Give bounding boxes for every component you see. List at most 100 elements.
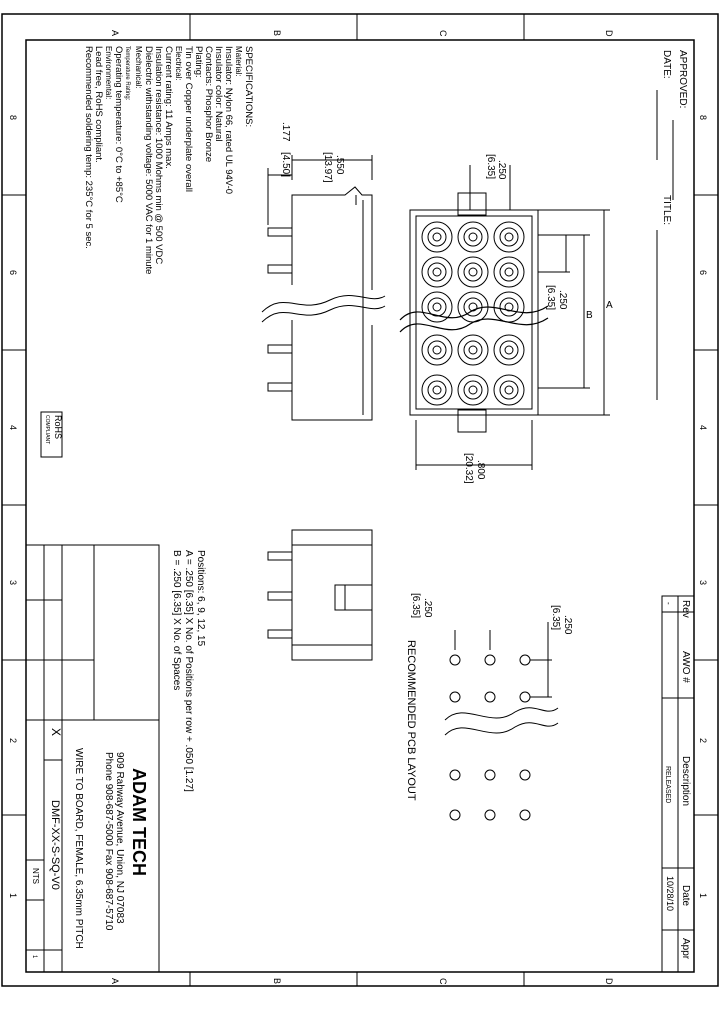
specifications: SPECIFICATIONS: Material: Insulator: Nyl… xyxy=(83,46,254,274)
contact-pin xyxy=(468,345,478,355)
positions-notes: Positions: 6, 9, 12, 15 A = .250 [6.35] … xyxy=(171,550,206,792)
front-contacts xyxy=(421,221,525,406)
positions-line1: Positions: 6, 9, 12, 15 xyxy=(195,550,206,647)
pcb-hole xyxy=(519,691,531,703)
contact-socket xyxy=(499,340,519,360)
date-header: Date xyxy=(680,885,691,907)
company-phone: Phone 908-687-5000 Fax 908-687-5710 xyxy=(103,752,114,931)
rev-header: Rev xyxy=(680,600,691,618)
contact-pin xyxy=(432,267,442,277)
rohs-badge: RoHS COMPLIANT xyxy=(40,411,63,458)
dim-label-b: B xyxy=(586,310,593,321)
zone-number-6-right: 6 xyxy=(698,270,708,275)
contact-pin xyxy=(468,232,478,242)
height-in: .550 xyxy=(334,155,345,175)
zone-letter-a-bottom: A xyxy=(110,978,120,984)
rohs-text: RoHS xyxy=(53,415,63,439)
spec-line: Environmental: xyxy=(104,46,113,99)
zone-letter-a-top: A xyxy=(110,30,120,36)
pcb-hole xyxy=(484,654,496,666)
pcb-pitch-top-in: .250 xyxy=(562,615,573,635)
pcb-hole xyxy=(449,691,461,703)
spec-line: Lead free, RoHS compliant. xyxy=(93,46,104,163)
zone-number-3-left: 3 xyxy=(8,580,18,585)
pcb-hole xyxy=(519,654,531,666)
front-view-dims: A B .250 [6.35] .250 [6.35] .800 [20.32] xyxy=(463,154,613,484)
side-view xyxy=(261,155,386,421)
spec-line: Recommended soldering temp: 235°C for 5 … xyxy=(83,46,94,249)
contact-socket xyxy=(427,227,447,247)
title-block xyxy=(25,544,160,973)
contact-cavity xyxy=(457,374,489,406)
contact-socket xyxy=(427,262,447,282)
pcb-hole xyxy=(484,809,496,821)
company-name: ADAM TECH xyxy=(129,768,149,876)
zone-letter-b-top: B xyxy=(272,30,282,36)
contact-cavity xyxy=(457,256,489,288)
contact-cavity xyxy=(493,256,525,288)
spec-line: Contacts: Phosphor Bronze xyxy=(203,46,214,162)
spec-heading: SPECIFICATIONS: xyxy=(243,46,254,127)
contact-socket xyxy=(463,380,483,400)
zone-number-1-left: 1 xyxy=(8,893,18,898)
contact-pin xyxy=(432,345,442,355)
positions-line3: B = .250 [6.35] X No. of Spaces xyxy=(171,550,182,690)
pcb-dims: .250 [6.35] .250 [6.35] RECOMMENDED PCB … xyxy=(405,593,573,801)
zone-letter-d-top: D xyxy=(604,30,614,37)
revision-table: Rev AWO # Description Date Appr - RELEAS… xyxy=(664,600,691,960)
spec-line: Insulator: Nylon 66, rated UL 94V-0 xyxy=(223,46,234,194)
spec-line: Current rating: 11 Amps max. xyxy=(163,46,174,169)
part-number: DMF-XX-S-SQ-V0 xyxy=(49,800,61,890)
contact-socket xyxy=(499,380,519,400)
front-view xyxy=(399,165,610,470)
zone-letter-c-top: C xyxy=(438,30,448,37)
rev-value: - xyxy=(664,602,673,605)
contact-pin xyxy=(504,232,514,242)
contact-cavity xyxy=(421,334,453,366)
contact-pin xyxy=(504,385,514,395)
approved-label: APPROVED: xyxy=(677,50,688,108)
contact-cavity xyxy=(493,291,525,323)
side-view-dims: .550 [13.97] .177 [4.50] xyxy=(280,122,345,183)
contact-socket xyxy=(463,340,483,360)
width-mm: [20.32] xyxy=(463,453,474,484)
pcb-hole xyxy=(484,769,496,781)
zone-number-1-right: 1 xyxy=(698,893,708,898)
description-value: RELEASED xyxy=(664,766,671,803)
zone-letter-b-bottom: B xyxy=(272,978,282,984)
description-header: Description xyxy=(680,756,691,806)
zone-numbers: 8 6 4 3 2 1 8 6 4 3 2 1 xyxy=(8,115,708,898)
pcb-holes xyxy=(449,654,531,821)
contact-socket xyxy=(427,340,447,360)
zone-letter-c-bottom: C xyxy=(438,978,448,985)
awo-header: AWO # xyxy=(680,651,691,683)
title-label: TITLE: xyxy=(661,195,672,225)
contact-pin xyxy=(432,385,442,395)
contact-pin xyxy=(432,232,442,242)
side-view-pins xyxy=(267,227,293,392)
dim-label-a: A xyxy=(606,300,613,311)
spec-line: Insulator color: Natural xyxy=(213,46,224,142)
pcb-layout xyxy=(444,622,559,821)
pcb-hole xyxy=(484,691,496,703)
title-block-text: ADAM TECH 909 Rahway Avenue, Union, NJ 0… xyxy=(31,728,149,959)
contact-cavity xyxy=(421,221,453,253)
zone-number-6-left: 6 xyxy=(8,270,18,275)
pcb-pitch-side-in: .250 xyxy=(422,598,433,618)
date-label: DATE: xyxy=(661,50,672,79)
outer-border xyxy=(1,13,719,987)
zone-number-4-right: 4 xyxy=(698,425,708,430)
contact-socket xyxy=(463,297,483,317)
spec-line: Material: xyxy=(234,46,243,77)
pcb-pitch-side-mm: [6.35] xyxy=(410,593,421,618)
revision-block xyxy=(661,595,695,973)
pcb-hole xyxy=(519,769,531,781)
inner-border xyxy=(25,39,695,973)
pcb-hole xyxy=(449,809,461,821)
scale-value: NTS xyxy=(31,868,40,884)
contact-pin xyxy=(432,302,442,312)
contact-socket xyxy=(463,227,483,247)
zone-number-2-left: 2 xyxy=(8,738,18,743)
rohs-compliant-text: COMPLIANT xyxy=(44,415,50,444)
side-view-lower xyxy=(267,529,373,661)
